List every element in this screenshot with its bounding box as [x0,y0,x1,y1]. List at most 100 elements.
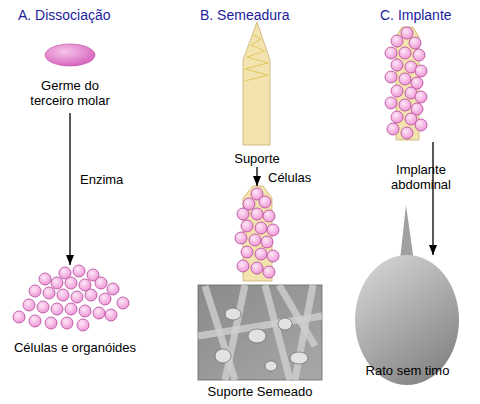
cell [65,277,77,289]
cell [51,277,63,289]
step-heading: A. Dissociação [18,7,133,23]
cell [409,37,421,49]
cell [45,317,57,329]
cell [391,111,403,123]
cell [39,273,51,285]
cell [415,65,427,77]
attached-cell [265,361,277,371]
node-label: Suporte Semeado [195,384,325,399]
cell [241,246,253,258]
attached-cell [278,318,292,330]
node-illustration [375,5,475,142]
cell [267,250,279,262]
diagram-node: Rato sem timo [350,255,465,390]
cell [399,73,411,85]
cell [415,119,427,131]
flow-arrow [256,167,257,186]
fibre [279,285,315,346]
cell [237,208,249,220]
cell [255,248,267,260]
cell [399,99,411,111]
cell [259,196,271,208]
node-label: Células e organóides [5,340,145,355]
cell [237,260,249,272]
cell [385,47,397,59]
cell [235,232,247,244]
node-illustration [195,5,305,167]
tooth-germ [45,44,95,66]
nude-mouse [355,205,459,385]
node-label: Germe do terceiro molar [25,78,115,108]
attached-cell [248,329,266,343]
arrow-label: Células [268,170,338,185]
cell [117,297,129,309]
cell [107,283,119,295]
scaffold [243,22,270,145]
flow-arrow [69,113,70,265]
cell-cluster [13,265,129,331]
diagram-node: A. DissociaçãoGerme do terceiro molar [10,5,135,113]
seeded-scaffold [235,186,279,281]
cell [401,127,413,139]
cell [415,91,427,103]
node-illustration [195,186,325,401]
cell [263,266,275,278]
cell [105,309,117,321]
cell [249,234,261,246]
cell [401,27,413,39]
cell [93,307,105,319]
diagram-node: B. SemeaduraSuporte [195,5,305,167]
step-heading: C. Implante [380,7,475,23]
cell [77,319,89,331]
cell [13,311,25,323]
cell [255,222,267,234]
cell [261,236,273,248]
attached-cell [225,308,241,320]
seeded-scaffold [385,27,427,140]
arrow-label: Enzima [80,172,150,187]
scaffold-body [243,22,270,145]
cell [29,285,41,297]
cell [73,265,85,277]
cell [65,303,77,315]
cell [71,291,83,303]
cell [79,305,91,317]
diagram-node: C. Implante [375,5,475,142]
attached-cell [215,349,231,363]
scaffold-texture [245,35,268,81]
cell [413,49,425,61]
sem-photo [198,285,322,380]
arrow-label: Implante abdominal [378,162,464,192]
cell [251,208,263,220]
cell [29,315,41,327]
flow-arrow [432,142,433,255]
cell [251,262,263,274]
cell [241,220,253,232]
photo-frame [198,285,322,380]
cell [263,210,275,222]
cell [43,287,55,299]
cell [23,299,35,311]
step-heading: B. Semeadura [200,7,305,23]
cell [385,71,397,83]
cell [57,289,69,301]
cell [267,224,279,236]
node-label: Suporte [222,151,292,166]
cell [37,301,49,313]
cell [391,35,403,47]
cell [385,97,397,109]
attached-cell [290,352,308,364]
cell [387,123,399,135]
cell [85,289,97,301]
cell [391,85,403,97]
cell [391,59,403,71]
diagram-node: Suporte Semeado [195,186,325,401]
cell [99,293,111,305]
node-label: Rato sem timo [350,363,465,378]
cell [95,277,107,289]
diagram-node: Células e organóides [5,265,145,357]
cell [399,47,411,59]
cell [61,317,73,329]
